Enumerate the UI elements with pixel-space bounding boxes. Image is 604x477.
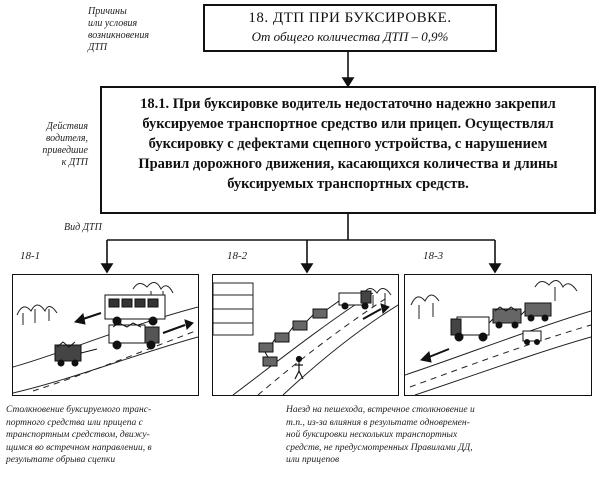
- driver-actions-line: Правил дорожного движения, касающихся ко…: [138, 156, 558, 172]
- title-share: От общего количества ДТП – 0,9%: [251, 29, 449, 44]
- caption-collision: Столкновение буксируемого транс- портног…: [6, 404, 206, 467]
- panel-number-3: 18-3: [423, 250, 444, 262]
- driver-actions-line: 18.1. При буксировке водитель недостаточ…: [140, 96, 556, 112]
- trailer-train-illustration: [405, 280, 591, 395]
- caption-line: или прицепов: [286, 455, 340, 465]
- caption-line: результате обрыва сцепки: [6, 455, 116, 465]
- label-causes-line: ДТП: [88, 42, 108, 53]
- caption-line: Наезд на пешехода, встречное столкновени…: [286, 405, 475, 415]
- towing-collision-illustration: [13, 282, 198, 394]
- label-causes-line: возникновения: [88, 30, 149, 41]
- label-causes: Причины или условия возникновения ДТП: [88, 6, 149, 54]
- multiple-towing-illustration: [213, 282, 398, 395]
- caption-line: Столкновение буксируемого транс-: [6, 405, 152, 415]
- title-box: 18. ДТП ПРИ БУКСИРОВКЕ. От общего количе…: [203, 4, 497, 52]
- label-actions-line: водителя,: [45, 133, 88, 144]
- caption-pedestrian: Наезд на пешехода, встречное столкновени…: [286, 404, 526, 467]
- label-actions: Действия водителя, приведшие к ДТП: [30, 121, 88, 169]
- driver-actions-line: буксировку с дефектами сцепного устройст…: [148, 136, 548, 152]
- caption-line: ной буксировки нескольких транспортных: [286, 430, 458, 440]
- illustration-panel-1: [12, 274, 199, 396]
- caption-line: щимся во встречном направлении, в: [6, 442, 152, 453]
- illustration-panel-3: [404, 274, 592, 396]
- label-actions-line: к ДТП: [61, 157, 88, 168]
- caption-line: т.п., из-за влияния в результате одновре…: [286, 417, 470, 428]
- label-type: Вид ДТП: [64, 222, 102, 233]
- driver-actions-box: 18.1. При буксировке водитель недостаточ…: [100, 86, 596, 214]
- driver-actions-text: 18.1. При буксировке водитель недостаточ…: [102, 88, 594, 194]
- label-actions-line: приведшие: [42, 145, 88, 156]
- label-causes-line: Причины: [88, 6, 127, 17]
- illustration-panel-2: [212, 274, 399, 396]
- panel-number-2: 18-2: [227, 250, 248, 262]
- driver-actions-line: буксируемых транспортных средств.: [227, 176, 469, 192]
- caption-line: средств, не предусмотренных Правилами ДД…: [286, 442, 473, 453]
- driver-actions-line: буксируемое транспортное средство или пр…: [142, 116, 554, 132]
- title-heading: 18. ДТП ПРИ БУКСИРОВКЕ.: [248, 10, 452, 26]
- label-actions-line: Действия: [46, 121, 88, 132]
- caption-line: транспортным средством, движу-: [6, 430, 150, 440]
- panel-number-1: 18-1: [20, 250, 41, 262]
- caption-line: портного средства или прицепа с: [6, 417, 143, 428]
- label-causes-line: или условия: [88, 18, 138, 29]
